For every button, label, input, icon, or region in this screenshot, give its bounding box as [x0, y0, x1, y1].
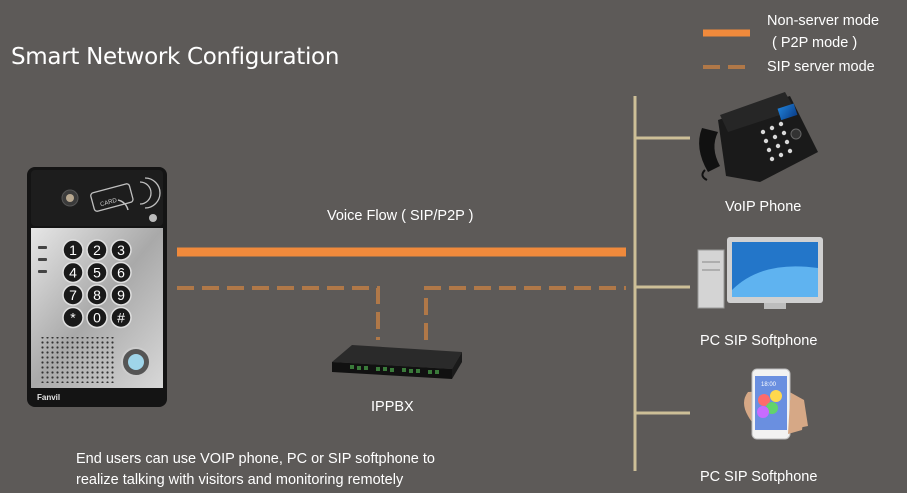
keypad-key-label: 9	[117, 287, 125, 303]
keypad-key-label: *	[70, 310, 76, 326]
keypad-key-label: #	[117, 310, 125, 326]
keypad-key-label: 8	[93, 287, 101, 303]
keypad-key-label: 5	[93, 265, 101, 281]
legend-non-server-label: Non-server mode	[767, 13, 880, 29]
note-line-1: End users can use VOIP phone, PC or SIP …	[76, 451, 435, 467]
mobile-phone-icon: 18:00	[744, 368, 808, 440]
voice-flow-label: Voice Flow ( SIP/P2P )	[327, 208, 474, 224]
keypad-key-label: 2	[93, 242, 101, 258]
sip-path-door-to-ippbx	[177, 286, 380, 340]
note-line-2: realize talking with visitors and monito…	[76, 472, 404, 488]
page-title: Smart Network Configuration	[11, 44, 340, 70]
keypad-key	[62, 306, 84, 329]
legend-p2p-label: ( P2P mode )	[772, 35, 858, 51]
keypad-key	[86, 239, 108, 261]
keypad-key	[110, 306, 132, 329]
keypad-key-label: 3	[117, 242, 125, 258]
keypad-key	[86, 306, 108, 329]
svg-text:18:00: 18:00	[761, 382, 777, 388]
keypad-key	[110, 261, 132, 284]
sip-path-ippbx-to-bus	[424, 286, 626, 340]
keypad-key-label: 7	[69, 287, 77, 303]
keypad-key-label: 0	[93, 310, 101, 326]
keypad-key	[86, 261, 108, 284]
keypad-key	[86, 284, 108, 306]
keypad-key	[110, 239, 132, 261]
voip-phone-label: VoIP Phone	[725, 199, 802, 215]
keypad-key-label: 1	[69, 242, 77, 258]
keypad-key-label: 6	[117, 265, 125, 281]
keypad-key	[62, 239, 84, 261]
keypad-key-label: 4	[69, 265, 77, 281]
legend-sip-server-label: SIP server mode	[767, 59, 875, 75]
keypad-key	[62, 284, 84, 306]
svg-text:Fanvil: Fanvil	[37, 393, 60, 402]
ippbx-switch-icon	[332, 345, 462, 379]
voip-phone-icon	[699, 92, 818, 182]
mobile-softphone-label: PC SIP Softphone	[700, 469, 818, 485]
ippbx-label: IPPBX	[371, 399, 414, 415]
keypad-key	[110, 284, 132, 306]
pc-computer-icon	[697, 237, 823, 309]
svg-text:CARD: CARD	[100, 198, 119, 208]
keypad-key	[62, 261, 84, 284]
pc-softphone-label: PC SIP Softphone	[700, 333, 818, 349]
